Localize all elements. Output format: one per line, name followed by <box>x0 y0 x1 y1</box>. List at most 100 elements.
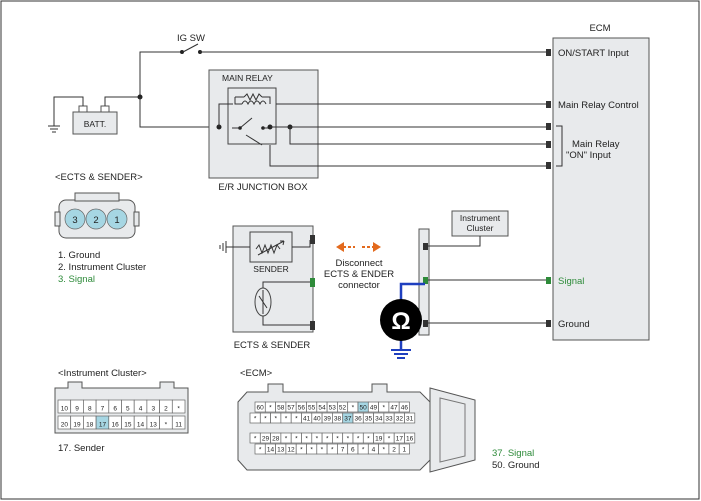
ects-pin-3: 3 <box>72 215 77 226</box>
connector-pin-label: 19 <box>375 436 383 443</box>
connector-pin-label: 2 <box>392 447 396 454</box>
connector-pin-label: * <box>295 416 298 423</box>
connector-pin-label: 17 <box>99 422 107 429</box>
connector-pin-label: 14 <box>267 447 275 454</box>
connector-pin-label: 36 <box>355 416 363 423</box>
ecm-bracket <box>556 125 563 167</box>
connector-pin-label: 38 <box>334 416 342 423</box>
ecm-pin-on-start: ON/START Input <box>558 48 629 59</box>
thermistor-icon <box>255 240 285 256</box>
ig-sw-label: IG SW <box>177 33 205 44</box>
connector-pin-label: * <box>347 436 350 443</box>
ecm-pin-main-relay-on-2: "ON" Input <box>566 150 611 161</box>
connector-pin-label: 15 <box>124 422 132 429</box>
connector-pin-label: 33 <box>385 416 393 423</box>
connector-pin-label: 8 <box>88 406 92 413</box>
connector-pin-label: * <box>285 416 288 423</box>
connector-pin-label: * <box>326 436 329 443</box>
connector-pin-label: 56 <box>298 405 306 412</box>
ects-sender-label: ECTS & SENDER <box>234 340 311 351</box>
connector-pin-label: 41 <box>303 416 311 423</box>
ects-pin-2: 2 <box>93 215 98 226</box>
instrument-cluster-box: Instrument Cluster <box>451 210 509 237</box>
connector-pin-label: 6 <box>351 447 355 454</box>
connector-pin-label: 12 <box>287 447 295 454</box>
connector-pin-label: * <box>316 436 319 443</box>
connector-pin-label: * <box>285 436 288 443</box>
ects-pin-list-2: 2. Instrument Cluster <box>58 262 146 273</box>
connector-pin-label: 47 <box>390 405 398 412</box>
ecm-connector-title: <ECM> <box>240 368 273 379</box>
connector-pin-label: 17 <box>396 436 404 443</box>
connector-pin-label: 10 <box>61 406 69 413</box>
connector-pin-label: 1 <box>403 447 407 454</box>
ecm-pin-signal: Signal <box>558 276 584 287</box>
junction-box-title: E/R JUNCTION BOX <box>218 182 308 193</box>
sender-label: SENDER <box>253 264 288 274</box>
connector-pin-label: 2 <box>164 406 168 413</box>
connector-pin-label: 58 <box>277 405 285 412</box>
disconnect-note-1: Disconnect <box>336 258 383 269</box>
connector-pin-label: * <box>254 416 257 423</box>
connector-pin-label: 46 <box>401 405 409 412</box>
connector-pin-label: 11 <box>175 422 182 429</box>
connector-pin-label: 39 <box>324 416 332 423</box>
ohm-symbol: Ω <box>391 308 410 335</box>
connector-pin-label: 53 <box>329 405 337 412</box>
ects-connector-drawing: 3 2 1 <box>54 192 140 239</box>
connector-pin-label: 34 <box>375 416 383 423</box>
connector-pin-label: * <box>295 436 298 443</box>
instrument-cluster-label-1: Instrument <box>460 213 501 223</box>
ecm-block: ECM ON/START Input Main Relay Control Ma… <box>546 23 650 341</box>
ects-pin-1: 1 <box>114 215 119 226</box>
connector-pin-label: * <box>331 447 334 454</box>
connector-pin-label: 13 <box>277 447 285 454</box>
instrument-cluster-label-2: Cluster <box>467 223 494 233</box>
connector-pin-label: * <box>367 436 370 443</box>
connector-pin-label: 9 <box>75 406 79 413</box>
ects-pin-list-3: 3. Signal <box>58 274 95 285</box>
connector-pin-label: * <box>357 436 360 443</box>
connector-pin-label: * <box>352 405 355 412</box>
connector-cell <box>404 412 416 424</box>
connector-pin-label: 50 <box>360 405 368 412</box>
connector-pin-label: * <box>382 405 385 412</box>
ects-pin-list-1: 1. Ground <box>58 250 100 261</box>
connector-pin-label: * <box>336 436 339 443</box>
ects-sender-block: ECTS & SENDER SENDER <box>232 225 315 351</box>
connector-pin-label: 32 <box>396 416 404 423</box>
connector-pin-label: 29 <box>262 436 270 443</box>
connector-pin-label: 14 <box>137 422 145 429</box>
connector-pin-label: * <box>177 406 180 413</box>
junction-box: E/R JUNCTION BOX MAIN RELAY <box>208 69 319 193</box>
disconnect-arrows <box>336 242 381 252</box>
ic-connector-title: <Instrument Cluster> <box>58 368 147 379</box>
connector-pin-label: 31 <box>406 416 414 423</box>
connector-pin-label: * <box>305 436 308 443</box>
connector-pin-label: 35 <box>365 416 373 423</box>
connector-pin-label: * <box>264 416 267 423</box>
connector-pin-label: * <box>362 447 365 454</box>
ohmmeter-icon: Ω <box>380 282 425 359</box>
connector-pin-label: 3 <box>151 406 155 413</box>
connector-pin-label: * <box>388 436 391 443</box>
connector-pin-label: * <box>165 422 168 429</box>
ecm-note-signal: 37. Signal <box>492 448 534 459</box>
connector-pin-label: 16 <box>112 422 120 429</box>
connector-pin-label: 16 <box>406 436 414 443</box>
connector-pin-label: * <box>274 416 277 423</box>
connector-cell <box>398 401 410 413</box>
connector-pin-label: 4 <box>372 447 376 454</box>
ecm-pin-ground: Ground <box>558 319 590 330</box>
connector-pin-label: 7 <box>341 447 345 454</box>
connector-pin-label: 6 <box>113 406 117 413</box>
ecm-note-ground: 50. Ground <box>492 460 540 471</box>
connector-pin-label: 4 <box>139 406 143 413</box>
connector-pin-label: 28 <box>272 436 280 443</box>
disconnect-note-3: connector <box>338 280 380 291</box>
connector-pin-label: 13 <box>150 422 158 429</box>
battery-icon: BATT. <box>72 105 118 135</box>
